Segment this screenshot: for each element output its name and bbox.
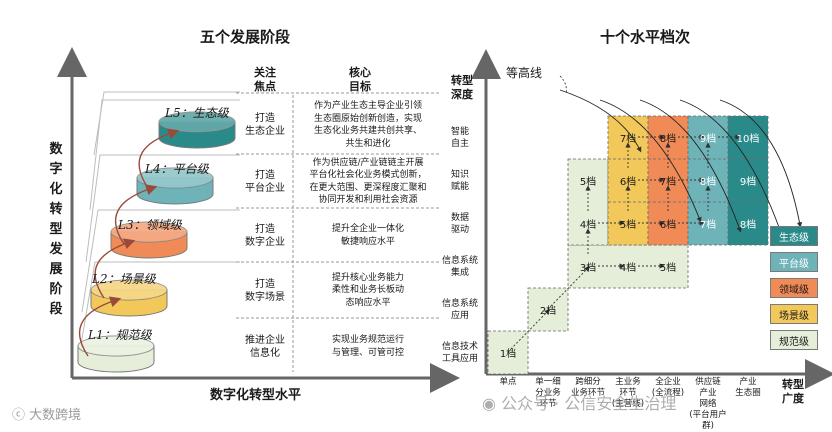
wechat-icon: ◉ (482, 394, 496, 413)
grade-cell: 7档 (688, 202, 728, 245)
legend-item: 规范级 (770, 330, 818, 350)
grade-cell: 5档 (608, 202, 648, 245)
grade-cell: 9档 (688, 116, 728, 159)
breadth-label: 产业 生态圈 (728, 377, 768, 399)
breadth-label: 供应链 产业 网络 (平台用户群) (688, 377, 728, 432)
contour-label: 等高线 (506, 64, 542, 81)
grade-cell: 4档 (608, 245, 648, 288)
grade-cell: 7档 (608, 116, 648, 159)
depth-label: 信息系统 集成 (437, 255, 483, 279)
x-title: 转型 广度 (776, 378, 810, 406)
grade-cell: 8档 (728, 202, 768, 245)
grade-cell: 6档 (648, 202, 688, 245)
watermark-right: ◉ 公众号 · 公信安全生治理 (482, 390, 676, 414)
grade-cell: 8档 (688, 159, 728, 202)
grade-cell: 2档 (528, 288, 568, 331)
grade-cell: 3档 (568, 245, 608, 288)
legend-item: 领域级 (770, 278, 818, 298)
depth-label: 智能 自主 (437, 126, 483, 150)
grade-cell: 5档 (568, 159, 608, 202)
legend-item: 生态级 (770, 226, 818, 246)
grade-cell: 8档 (648, 116, 688, 159)
y-title: 转型 深度 (447, 74, 477, 102)
watermark-left: ⓒ 大数跨境 (12, 404, 81, 423)
depth-label: 信息技术 工具应用 (437, 341, 483, 365)
depth-label: 信息系统 应用 (437, 298, 483, 322)
grade-cell: 7档 (648, 159, 688, 202)
depth-label: 知识 赋能 (437, 169, 483, 193)
breadth-label: 单点 (488, 377, 528, 388)
legend-item: 平台级 (770, 252, 818, 272)
grade-cell: 9档 (728, 159, 768, 202)
watermark-logo-icon: ⓒ (12, 408, 25, 423)
legend-item: 场景级 (770, 304, 818, 324)
grade-cell: 6档 (608, 159, 648, 202)
grade-cell: 1档 (488, 331, 528, 374)
depth-label: 数据 驱动 (437, 212, 483, 236)
grade-cell: 5档 (648, 245, 688, 288)
grade-cell: 10档 (728, 116, 768, 159)
grade-cell: 4档 (568, 202, 608, 245)
